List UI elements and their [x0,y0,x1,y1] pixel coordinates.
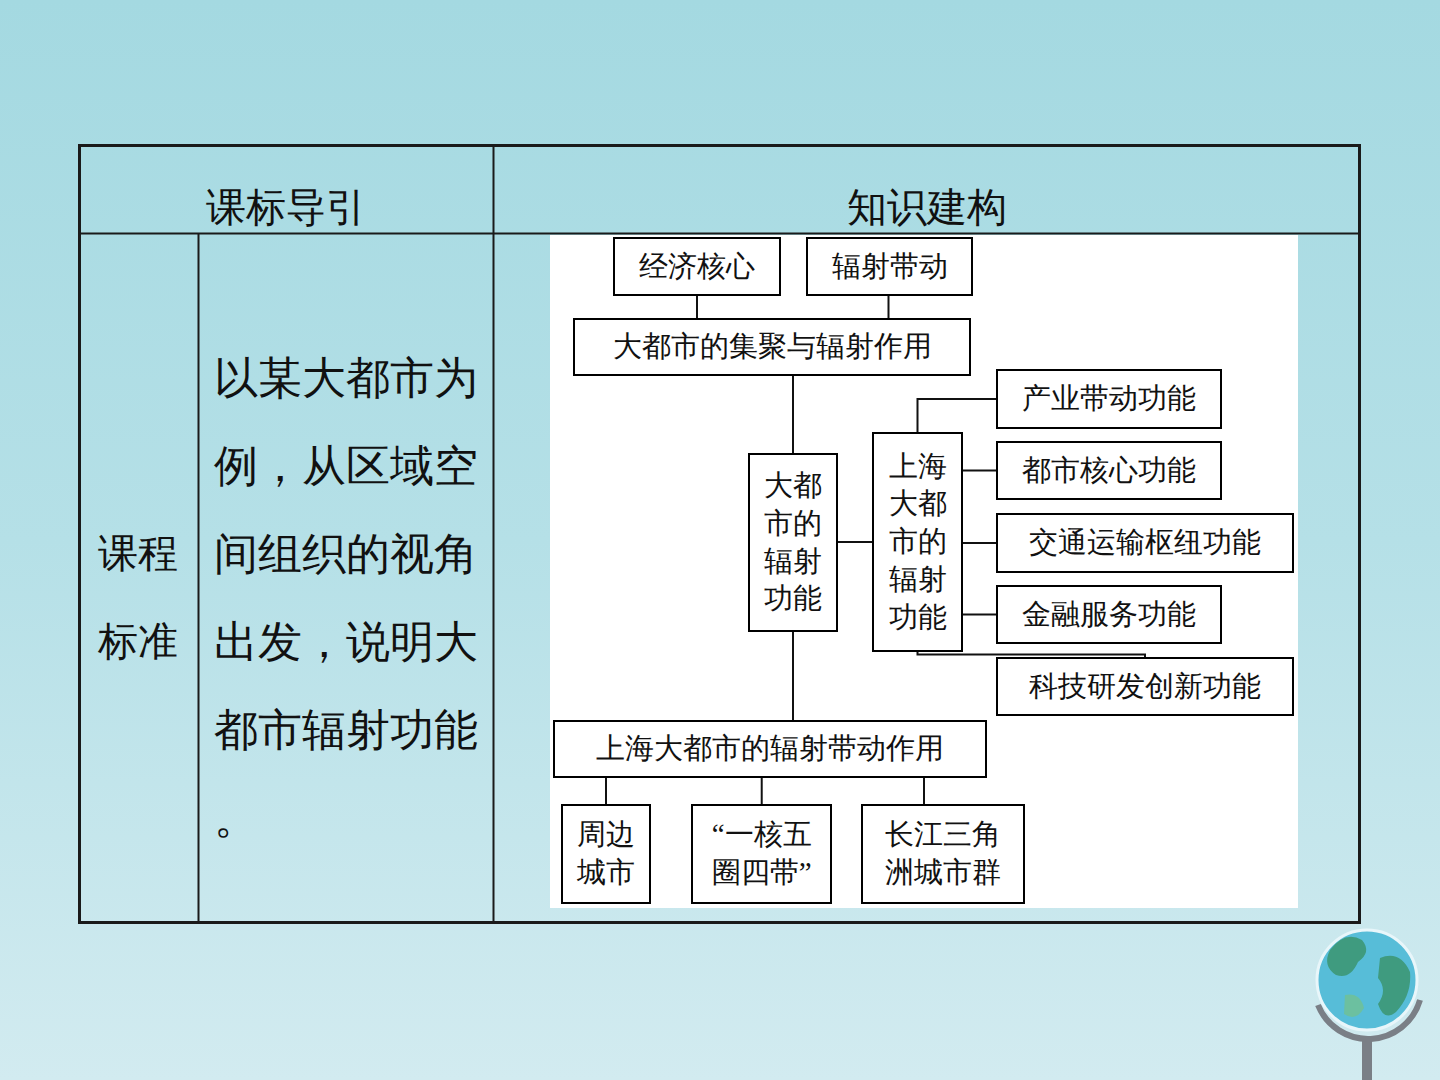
function-item: 都市核心功能 [996,441,1222,500]
node-text: 科技研发创新功能 [1029,668,1261,706]
connector-line [792,376,794,453]
table-cell: 课程标准 [79,509,198,685]
topic-box: 大都市的集聚与辐射作用 [573,318,971,376]
connector-line [761,778,763,804]
connector-line [963,614,996,616]
connector-line [918,399,997,432]
table-header: 知识建构 [493,180,1360,234]
diagram-panel [550,235,1298,908]
function-box: 大都市的辐射功能 [748,453,838,632]
label-text: 课标导引 [206,185,366,229]
region-box: 周边城市 [561,804,651,904]
connector-line [963,542,996,544]
node-text: 交通运输枢纽功能 [1029,524,1261,562]
connector-line [923,778,925,804]
core-box: 经济核心 [613,237,781,296]
label-text: 以某大都市为例，从区域空间组织的视角出发，说明大都市辐射功能。 [214,334,480,862]
core-box: 辐射带动 [806,237,973,296]
node-text: 大都市的集聚与辐射作用 [613,328,932,366]
node-text: 经济核心 [639,248,755,286]
table-header: 课标导引 [79,180,493,234]
connector-line [792,632,794,720]
node-text: 都市核心功能 [1022,452,1196,490]
function-box: 上海大都市的辐射功能 [872,432,963,652]
topic-box: 上海大都市的辐射带动作用 [553,720,987,778]
table-grid [79,145,1360,923]
node-text: 大都市的辐射功能 [763,467,822,618]
label-text: 课程标准 [98,509,180,685]
connector-line [696,296,698,318]
label-text: 知识建构 [847,185,1007,229]
function-item: 科技研发创新功能 [996,657,1294,716]
connector-line [963,470,996,472]
node-text: 金融服务功能 [1022,596,1196,634]
globe-icon [1317,930,1420,1080]
function-item: 产业带动功能 [996,369,1222,429]
connector-line [605,778,607,804]
node-text: 辐射带动 [832,248,948,286]
function-item: 金融服务功能 [996,585,1222,644]
node-text: “一核五圈四带” [703,816,820,891]
connector-line [888,296,890,318]
region-box: “一核五圈四带” [691,804,832,904]
node-text: 上海大都市的辐射功能 [888,448,947,636]
table-cell: 以某大都市为例，从区域空间组织的视角出发，说明大都市辐射功能。 [202,334,492,862]
node-text: 长江三角洲城市群 [884,816,1001,891]
region-box: 长江三角洲城市群 [861,804,1025,904]
connector-line [838,541,872,543]
node-text: 产业带动功能 [1022,380,1196,418]
node-text: 上海大都市的辐射带动作用 [596,730,944,768]
node-text: 周边城市 [576,816,635,891]
function-item: 交通运输枢纽功能 [996,513,1294,573]
